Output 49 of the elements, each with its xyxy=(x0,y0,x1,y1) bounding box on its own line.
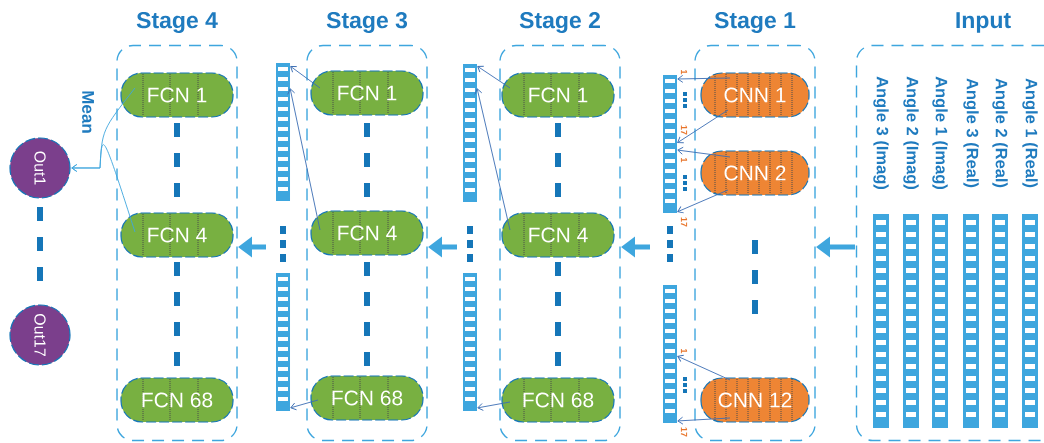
cnn-pill: CNN 12 xyxy=(700,377,810,423)
fcn-pill: FCN 4 xyxy=(310,210,424,256)
arrow xyxy=(71,144,136,233)
stage-heading: Stage 3 xyxy=(326,12,408,33)
channel-label: Angle 1 (Imag) xyxy=(932,76,948,189)
arrow xyxy=(677,109,729,144)
feature-bar xyxy=(463,64,477,202)
feature-bar xyxy=(276,273,290,411)
arrow xyxy=(677,416,731,425)
index-number: 1 xyxy=(680,70,688,75)
index-number: 17 xyxy=(680,217,688,227)
feature-bar xyxy=(663,75,677,213)
arrow xyxy=(474,88,511,231)
arrow xyxy=(290,66,321,89)
index-number: 17 xyxy=(680,427,688,437)
channel-label: Angle 3 (Imag) xyxy=(873,76,889,189)
feature-bar xyxy=(276,63,290,201)
arrow xyxy=(677,74,731,83)
feature-bar xyxy=(463,273,477,411)
fcn-pill: FCN 4 xyxy=(501,212,615,258)
arrow xyxy=(290,399,319,411)
stage-heading: Stage 4 xyxy=(136,12,218,33)
arrow xyxy=(677,354,731,381)
fcn-pill: FCN 1 xyxy=(120,72,234,118)
fcn-pill: FCN 68 xyxy=(120,377,234,423)
fcn-pill: FCN 1 xyxy=(501,72,615,118)
stage-heading: Stage 1 xyxy=(714,12,796,33)
feature-bar xyxy=(663,285,677,423)
channel-label: Angle 3 (Real) xyxy=(963,78,979,188)
index-number: 17 xyxy=(680,125,688,135)
arrow xyxy=(477,401,511,411)
index-number: 1 xyxy=(680,349,688,354)
fcn-pill: FCN 4 xyxy=(120,212,234,258)
arrow xyxy=(287,88,321,231)
cnn-pill: CNN 1 xyxy=(700,72,810,118)
arrow xyxy=(677,189,729,214)
channel-label: Angle 2 (Imag) xyxy=(903,76,919,189)
channel-label: Angle 1 (Real) xyxy=(1022,78,1038,188)
channel-label: Angle 2 (Real) xyxy=(992,78,1008,188)
arrow xyxy=(477,65,511,89)
index-number: 1 xyxy=(680,158,688,163)
edge-label: Mean xyxy=(82,91,94,133)
arrow xyxy=(677,146,731,158)
fcn-pill: FCN 1 xyxy=(310,70,424,116)
cnn-pill: CNN 2 xyxy=(700,150,810,196)
fcn-pill: FCN 68 xyxy=(310,375,424,421)
fcn-pill: FCN 68 xyxy=(501,377,615,423)
stage-heading: Input xyxy=(956,12,1011,33)
stage-heading: Stage 2 xyxy=(519,12,600,33)
